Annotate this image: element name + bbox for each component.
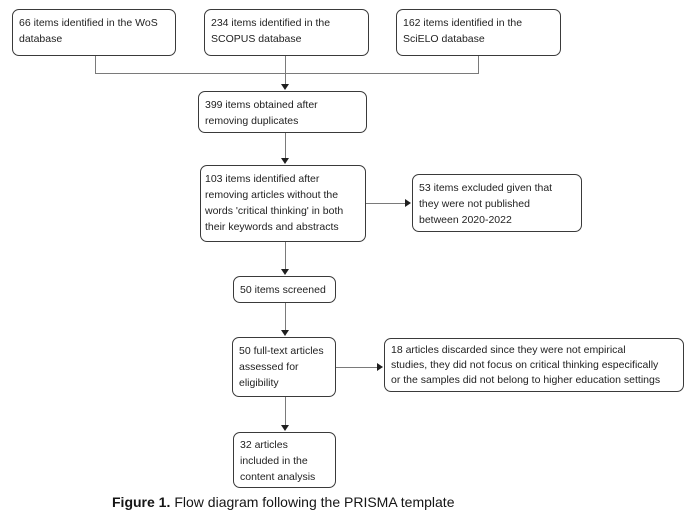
connector-fulltext-to-included bbox=[285, 397, 286, 426]
node-articles-included: 32 articles included in the content anal… bbox=[233, 432, 336, 488]
arrowhead-into-fulltext bbox=[281, 330, 289, 336]
node-duplicates-removed: 399 items obtained after removing duplic… bbox=[198, 91, 367, 133]
connector-keywords-to-screened bbox=[285, 242, 286, 270]
node-items-screened: 50 items screened bbox=[233, 276, 336, 303]
connector-fulltext-to-discarded bbox=[336, 367, 378, 368]
arrowhead-into-keywords bbox=[281, 158, 289, 164]
figure-caption: Figure 1.Flow diagram following the PRIS… bbox=[112, 494, 454, 510]
connector-screened-to-fulltext bbox=[285, 303, 286, 331]
connector-dedup-to-keywords bbox=[285, 133, 286, 159]
connector-wos-down bbox=[95, 56, 96, 74]
arrowhead-into-screened bbox=[281, 269, 289, 275]
figure-caption-text: Flow diagram following the PRISMA templa… bbox=[174, 494, 455, 510]
node-fulltext-assessed: 50 full-text articles assessed for eligi… bbox=[232, 337, 336, 397]
node-scopus-database: 234 items identified in the SCOPUS datab… bbox=[204, 9, 369, 56]
arrowhead-into-discarded bbox=[377, 363, 383, 371]
node-wos-database: 66 items identified in the WoS database bbox=[12, 9, 176, 56]
node-excluded-by-date: 53 items excluded given that they were n… bbox=[412, 174, 582, 232]
figure-caption-label: Figure 1. bbox=[112, 494, 171, 510]
connector-scielo-down bbox=[478, 56, 479, 74]
node-scielo-database: 162 items identified in the SciELO datab… bbox=[396, 9, 561, 56]
connector-merge-horizontal bbox=[95, 73, 479, 74]
node-articles-discarded: 18 articles discarded since they were no… bbox=[384, 338, 684, 392]
node-keyword-filter: 103 items identified after removing arti… bbox=[200, 165, 366, 242]
arrowhead-into-dedup bbox=[281, 84, 289, 90]
arrowhead-into-excluded bbox=[405, 199, 411, 207]
connector-keywords-to-excluded bbox=[366, 203, 406, 204]
arrowhead-into-included bbox=[281, 425, 289, 431]
connector-scopus-down bbox=[285, 56, 286, 85]
